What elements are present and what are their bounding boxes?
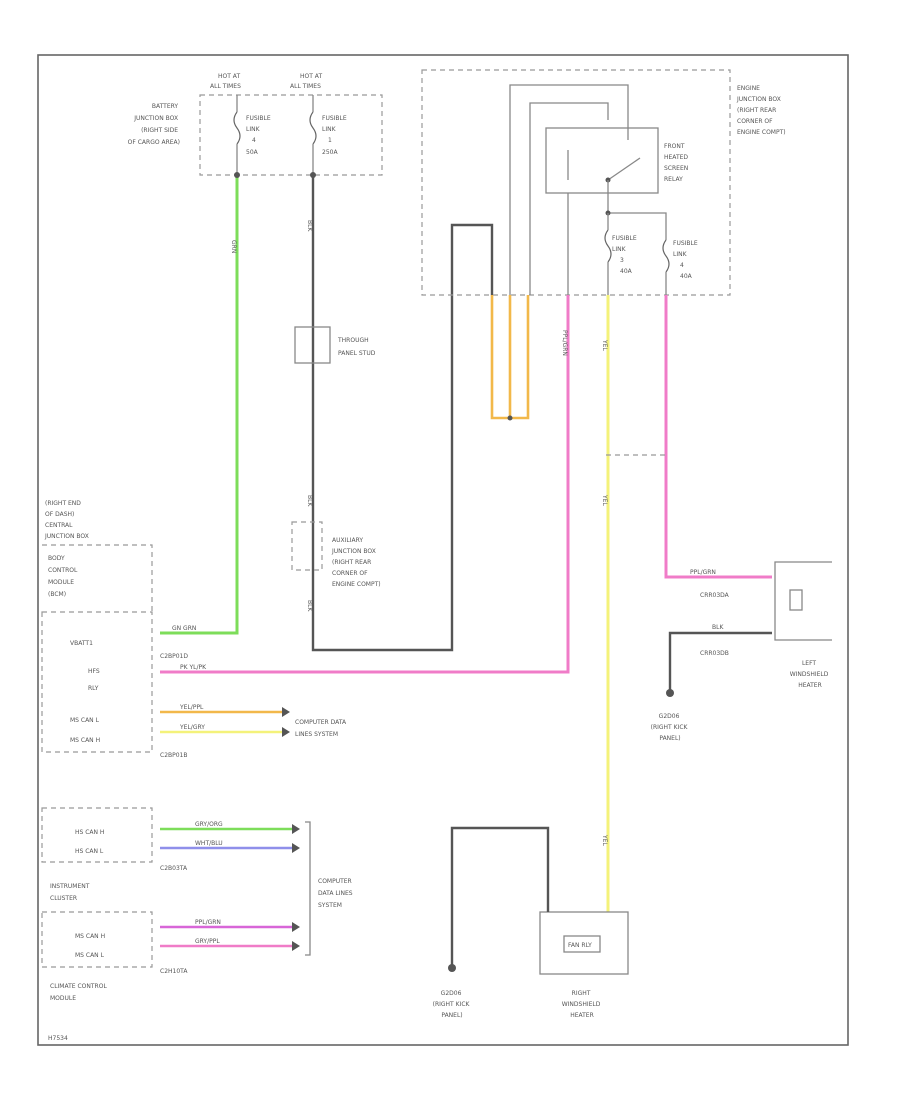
connector-c2bp01b: C2BP01B [160, 752, 188, 759]
engine-junction-box [421, 69, 731, 296]
connector-crr03db: CRR03DB [700, 650, 729, 657]
arrow-icon [292, 824, 300, 834]
can-wire-label-4: WHT/BLU [195, 840, 223, 847]
yellow-wire-label-1: YEL [601, 339, 608, 351]
can-wire-label-1: YEL/PPL [179, 704, 204, 711]
arrow-icon [292, 843, 300, 853]
fusible-link-4b-icon [662, 239, 670, 273]
green-wire [160, 175, 239, 635]
bcm-header: (RIGHT END OF DASH) CENTRAL JUNCTION BOX [44, 500, 89, 540]
pink-wire-label-3: PPL/GRN [690, 569, 716, 576]
instrument-label: INSTRUMENT CLUSTER CLIMATE CONTROL MODUL… [50, 883, 109, 1002]
blk-wire-label-1: BLK [306, 220, 313, 232]
bcm-pin-mscanl: MS CAN L [70, 717, 100, 724]
right-heater-label: RIGHT WINDSHIELD HEATER [562, 990, 603, 1019]
cc-pin-mscanh: MS CAN H [75, 933, 105, 940]
connector-c2h10ta: C2H10TA [160, 968, 188, 975]
engine-box-label: ENGINE JUNCTION BOX (RIGHT REAR CORNER O… [736, 85, 786, 136]
hot-at-label-b: ALL TIMES [210, 83, 241, 90]
ic-pin-hscanl: HS CAN L [75, 848, 104, 855]
battery-junction-box [199, 94, 383, 176]
ic-pin-hscanh: HS CAN H [75, 829, 104, 836]
right-windshield-heater [539, 911, 629, 975]
bcm-pin-vbatt: VBATT1 [70, 640, 93, 647]
fusible-link-3-icon [604, 229, 612, 263]
auxiliary-junction-box [291, 521, 323, 571]
blk-wire-label-4: BLK [712, 624, 724, 631]
pink-wire-label-2: PK YL/PK [180, 664, 207, 671]
through-panel-stud [294, 326, 331, 364]
bcm-pin-rly: RLY [88, 685, 99, 692]
fuse-c-label: FUSIBLE LINK 3 40A [612, 235, 639, 275]
left-heater-label: LEFT WINDSHIELD HEATER [790, 660, 831, 689]
through-stud-label: THROUGH PANEL STUD [337, 337, 376, 357]
can-wire-label-3: GRY/ORG [195, 821, 223, 828]
connector-c2bp01d: C2BP01D [160, 653, 188, 660]
connector-c2b03ta: C2B03TA [160, 865, 188, 872]
fusible-link-1-icon [309, 111, 317, 145]
ground-right-icon [448, 964, 456, 972]
can-wire-label-5: PPL/GRN [195, 919, 221, 926]
black-wire-right-heater [450, 826, 550, 968]
bcm-label: BODY CONTROL MODULE (BCM) [48, 555, 79, 598]
aux-box-label: AUXILIARY JUNCTION BOX (RIGHT REAR CORNE… [331, 537, 381, 588]
front-heated-screen-relay [545, 127, 659, 194]
yellow-wire-label-3: YEL [601, 834, 608, 846]
yellow-wire-label-2: YEL [601, 494, 608, 506]
black-power-wire [311, 175, 494, 652]
fuse-d-label: FUSIBLE LINK 4 40A [673, 240, 700, 280]
hot-at-label-a: HOT AT [218, 73, 240, 80]
green-wire-label: GRN [230, 240, 237, 253]
blk-wire-label-2: BLK [306, 495, 313, 507]
ground-left-label: G2D06 (RIGHT KICK PANEL) [651, 713, 690, 742]
computer-lines-label-2: COMPUTER DATA LINES SYSTEM [318, 878, 355, 909]
right-heater-box-label: FAN RLY [568, 942, 592, 949]
battery-box-label: BATTERY JUNCTION BOX (RIGHT SIDE OF CARG… [128, 103, 180, 146]
arrow-icon [292, 922, 300, 932]
fuse-b-label: FUSIBLE LINK 1 250A [322, 115, 349, 156]
orange-wire-group [490, 295, 530, 420]
arrow-icon [282, 727, 290, 737]
ground-right-label: G2D06 (RIGHT KICK PANEL) [433, 990, 472, 1019]
climate-control-module [41, 911, 153, 968]
bcm-pin-mscanh: MS CAN H [70, 737, 100, 744]
diagram-frame [37, 54, 849, 1046]
black-wire-left-heater [668, 631, 772, 693]
left-windshield-heater [774, 561, 832, 641]
green-wire-label-2: GN GRN [172, 625, 196, 632]
bcm-pin-hfs: HFS [88, 668, 100, 675]
connector-crr03da: CRR03DA [700, 592, 730, 599]
diagram-code: H7534 [48, 1035, 68, 1042]
fuse-a-label: FUSIBLE LINK 4 50A [246, 115, 273, 156]
hot-at-label-d: ALL TIMES [290, 83, 321, 90]
fusible-link-4-icon [233, 111, 241, 145]
can-wire-label-2: YEL/GRY [179, 724, 205, 731]
blk-wire-label-3: BLK [306, 600, 313, 612]
relay-label: FRONT HEATED SCREEN RELAY [664, 143, 690, 183]
hot-at-label-c: HOT AT [300, 73, 322, 80]
ground-left-icon [666, 689, 674, 697]
can-wire-label-6: GRY/PPL [195, 938, 220, 945]
arrow-icon [282, 707, 290, 717]
pink-wire-label: PPL/GRN [561, 330, 568, 356]
body-control-module [41, 611, 153, 753]
instrument-cluster [41, 807, 153, 863]
relay-switch-icon [607, 157, 641, 181]
computer-lines-label-1: COMPUTER DATA LINES SYSTEM [295, 719, 348, 738]
pink-wire-left-heater [664, 295, 772, 579]
pink-wire-hfs [160, 295, 570, 674]
cc-pin-mscanl: MS CAN L [75, 952, 105, 959]
arrow-icon [292, 941, 300, 951]
